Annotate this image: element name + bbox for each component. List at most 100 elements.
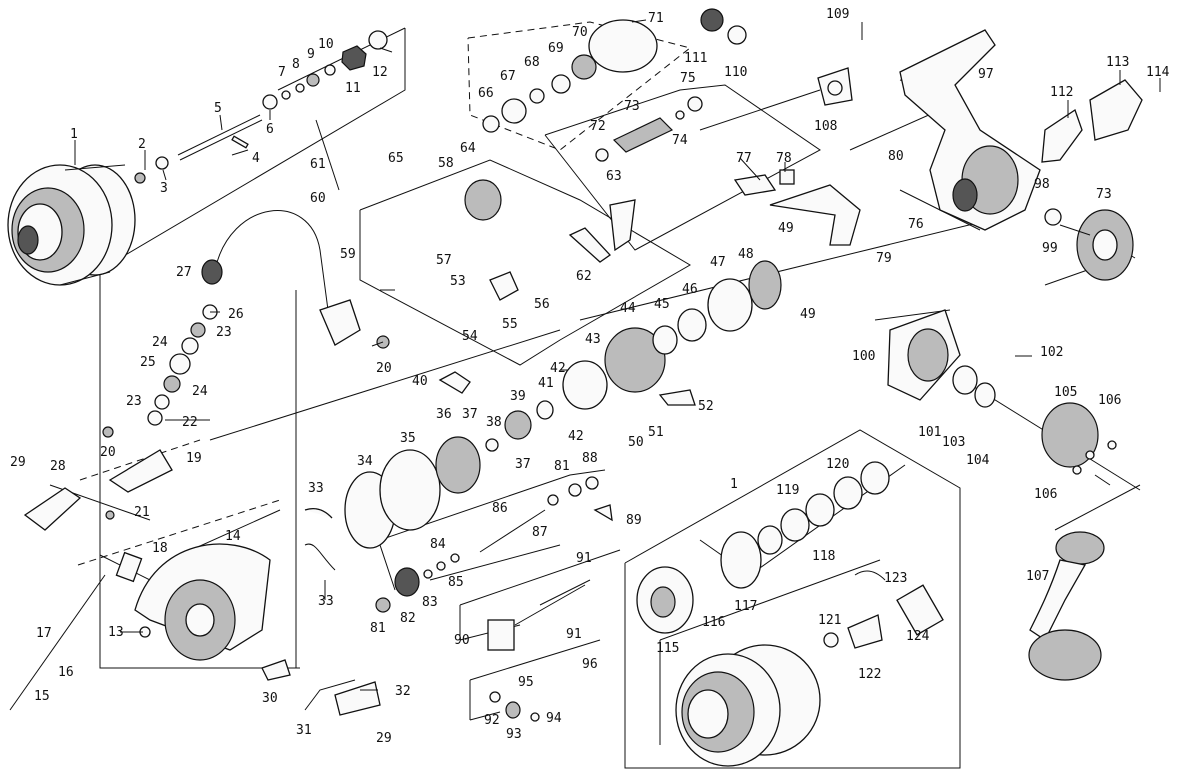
label-57: 57 xyxy=(436,253,452,268)
label-59: 59 xyxy=(340,247,356,262)
label-100: 100 xyxy=(852,349,875,364)
label-105: 105 xyxy=(1054,385,1077,400)
label-65: 65 xyxy=(388,151,404,166)
label-11: 11 xyxy=(345,81,361,96)
label-19: 19 xyxy=(186,451,202,466)
label-97: 97 xyxy=(978,67,994,82)
label-27: 27 xyxy=(176,265,192,280)
label-75: 75 xyxy=(680,71,696,86)
label-6: 6 xyxy=(266,122,274,137)
reel-body xyxy=(899,29,1041,231)
label-79: 79 xyxy=(876,251,892,266)
label-99: 99 xyxy=(1042,241,1058,256)
label-74: 74 xyxy=(672,133,688,148)
label-41: 41 xyxy=(538,376,554,391)
label-111: 111 xyxy=(684,51,707,66)
label-87: 87 xyxy=(532,525,548,540)
label-112: 112 xyxy=(1050,85,1073,100)
label-42b: 42 xyxy=(568,429,584,444)
label-82: 82 xyxy=(400,611,416,626)
label-3: 3 xyxy=(160,181,168,196)
label-16: 16 xyxy=(58,665,74,680)
label-118: 118 xyxy=(812,549,835,564)
label-96: 96 xyxy=(582,657,598,672)
label-63: 63 xyxy=(606,169,622,184)
label-69: 69 xyxy=(548,41,564,56)
label-14: 14 xyxy=(225,529,241,544)
label-124: 124 xyxy=(906,629,930,644)
label-76: 76 xyxy=(908,217,924,232)
label-43: 43 xyxy=(585,332,601,347)
label-72: 72 xyxy=(590,119,606,134)
label-38: 38 xyxy=(486,415,502,430)
label-104: 104 xyxy=(966,453,990,468)
label-44: 44 xyxy=(620,301,636,316)
label-122: 122 xyxy=(858,667,881,682)
label-29a: 29 xyxy=(10,455,26,470)
label-89: 89 xyxy=(626,513,642,528)
label-31: 31 xyxy=(296,723,312,738)
label-23a: 23 xyxy=(216,325,232,340)
label-10: 10 xyxy=(318,37,334,52)
label-22: 22 xyxy=(182,415,198,430)
label-56: 56 xyxy=(534,297,550,312)
label-33a: 33 xyxy=(308,481,324,496)
label-30: 30 xyxy=(262,691,278,706)
label-60: 60 xyxy=(310,191,326,206)
label-39: 39 xyxy=(510,389,526,404)
label-101: 101 xyxy=(918,425,941,440)
label-46: 46 xyxy=(682,282,698,297)
label-84: 84 xyxy=(430,537,446,552)
label-73b: 73 xyxy=(1096,187,1112,202)
label-88: 88 xyxy=(582,451,598,466)
label-61: 61 xyxy=(310,157,326,172)
label-15: 15 xyxy=(34,689,50,704)
label-5: 5 xyxy=(214,101,222,116)
label-20b: 20 xyxy=(376,361,392,376)
label-20a: 20 xyxy=(100,445,116,460)
label-123: 123 xyxy=(884,571,907,586)
label-55: 55 xyxy=(502,317,518,332)
label-37b: 37 xyxy=(515,457,531,472)
label-68: 68 xyxy=(524,55,540,70)
label-50: 50 xyxy=(628,435,644,450)
label-81a: 81 xyxy=(554,459,570,474)
label-36: 36 xyxy=(436,407,452,422)
label-64: 64 xyxy=(460,141,476,156)
label-17: 17 xyxy=(36,626,52,641)
label-85: 85 xyxy=(448,575,464,590)
label-7: 7 xyxy=(278,65,286,80)
label-117: 117 xyxy=(734,599,757,614)
label-120: 120 xyxy=(826,457,849,472)
label-28: 28 xyxy=(50,459,66,474)
label-45: 45 xyxy=(654,297,670,312)
label-107: 107 xyxy=(1026,569,1049,584)
label-33b: 33 xyxy=(318,594,334,609)
label-9: 9 xyxy=(307,47,315,62)
label-106b: 106 xyxy=(1034,487,1057,502)
label-35: 35 xyxy=(400,431,416,446)
label-116: 116 xyxy=(702,615,725,630)
label-1-bottom: 1 xyxy=(730,477,738,492)
spool-assembly-bottom xyxy=(675,644,821,767)
part-labels: 1 2 3 4 5 6 7 8 9 10 11 12 13 14 15 16 1… xyxy=(10,7,1170,746)
label-40: 40 xyxy=(412,374,428,389)
label-25: 25 xyxy=(140,355,156,370)
label-53: 53 xyxy=(450,274,466,289)
label-67: 67 xyxy=(500,69,516,84)
label-48: 48 xyxy=(738,247,754,262)
parts xyxy=(7,8,1143,767)
label-66: 66 xyxy=(478,86,494,101)
spool-assembly-top xyxy=(7,164,136,286)
label-70: 70 xyxy=(572,25,588,40)
label-103: 103 xyxy=(942,435,965,450)
label-71: 71 xyxy=(648,11,664,26)
label-21: 21 xyxy=(134,505,150,520)
label-34: 34 xyxy=(357,454,373,469)
label-106a: 106 xyxy=(1098,393,1121,408)
label-73a: 73 xyxy=(624,99,640,114)
label-86: 86 xyxy=(492,501,508,516)
label-58: 58 xyxy=(438,156,454,171)
